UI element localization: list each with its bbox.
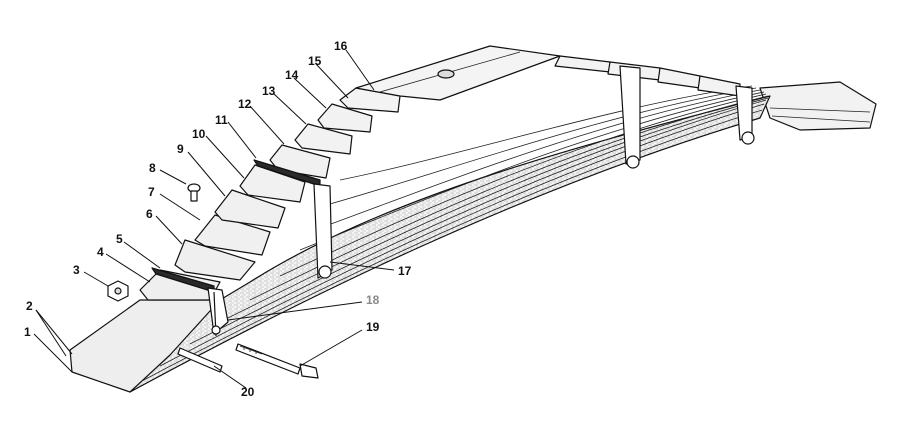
- callout-15: 15: [308, 54, 322, 68]
- callout-labels: 1 2 3 4 5 6 7 8 9 10 11 12 13 14 15 16 1…: [24, 39, 412, 399]
- callout-leaders: [33, 49, 395, 389]
- callout-2: 2: [26, 299, 33, 313]
- callout-17: 17: [398, 264, 412, 278]
- rivet-bolt: [187, 183, 201, 202]
- callout-13: 13: [262, 84, 276, 98]
- right-clamp: [619, 65, 641, 169]
- callout-11: 11: [215, 113, 228, 127]
- callout-3: 3: [73, 263, 80, 277]
- callout-19: 19: [366, 320, 380, 334]
- callout-7: 7: [148, 185, 155, 199]
- callout-14: 14: [285, 68, 299, 82]
- right-leaf-end: [759, 81, 877, 131]
- leaf-steps: [69, 45, 561, 393]
- left-clamp: [151, 267, 229, 337]
- center-bolt-head: [437, 69, 455, 79]
- right-leaf-steps: [554, 55, 741, 97]
- callout-18: 18: [366, 293, 380, 307]
- spacer-rod: [177, 347, 223, 373]
- long-bolt: [235, 343, 319, 379]
- callout-1: 1: [24, 325, 31, 339]
- callout-6: 6: [146, 207, 153, 221]
- callout-9: 9: [177, 142, 184, 156]
- callout-5: 5: [116, 232, 123, 246]
- callout-16: 16: [334, 39, 348, 53]
- far-right-clamp: [735, 85, 755, 145]
- callout-4: 4: [97, 245, 104, 259]
- leaf-layer-lines: [139, 85, 769, 383]
- callout-10: 10: [192, 127, 206, 141]
- callout-12: 12: [238, 97, 252, 111]
- middle-clamp: [253, 159, 333, 279]
- leaf-stack-side: [129, 95, 771, 393]
- nut: [107, 280, 129, 302]
- callout-20: 20: [241, 385, 255, 399]
- spring-assembly: [69, 45, 877, 393]
- callout-8: 8: [149, 161, 156, 175]
